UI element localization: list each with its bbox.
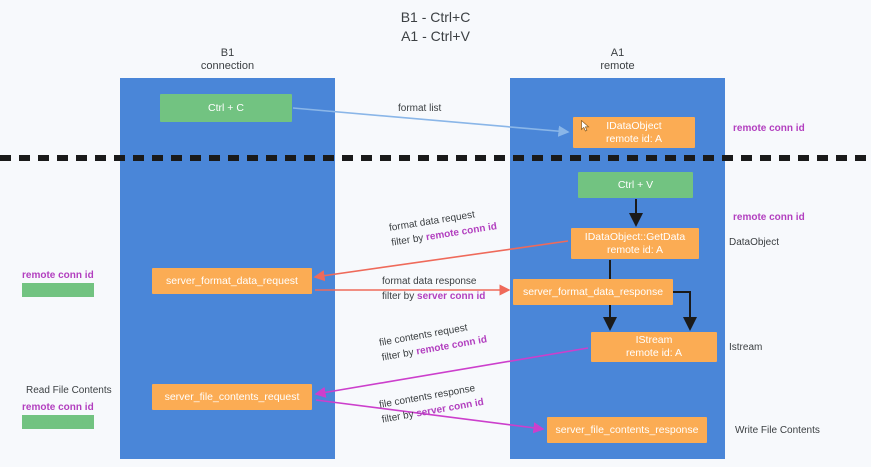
node-server-format-data-request[interactable]: server_format_data_request — [152, 268, 312, 294]
node-ctrl-c-label: Ctrl + C — [208, 101, 244, 114]
section-divider — [0, 155, 871, 161]
node-getdata-label: IDataObject::GetData — [584, 230, 686, 243]
node-server-file-contents-request[interactable]: server_file_contents_request — [152, 384, 312, 410]
title-line-2: A1 - Ctrl+V — [401, 28, 470, 44]
edge-label-format-list-line1: format list — [398, 103, 442, 114]
swimlane-a1-subtitle: remote — [600, 60, 635, 72]
swimlane-header-a1: A1 remote — [510, 47, 725, 73]
swimlane-b1-title: B1 — [220, 47, 235, 59]
annotation-istream: Istream — [729, 342, 763, 353]
annotation-write-file-contents: Write File Contents — [735, 425, 820, 436]
edge-label-file-contents-response: file contents response filter by server … — [378, 380, 485, 427]
node-idataobject[interactable]: IDataObject remote id: A — [573, 117, 695, 148]
node-idataobject-getdata[interactable]: IDataObject::GetData remote id: A — [571, 228, 699, 259]
legend2-remote-conn-id: remote conn id — [22, 402, 94, 413]
node-ctrl-c[interactable]: Ctrl + C — [160, 94, 292, 122]
node-idataobject-sublabel: remote id: A — [605, 132, 663, 145]
edge-label-format-data-response: format data response filter by server co… — [382, 274, 485, 304]
edge-label-fcresp-prefix: filter by — [380, 408, 418, 426]
edge-label-fdreq-prefix: filter by — [390, 232, 427, 249]
swimlane-b1-subtitle: connection — [200, 60, 255, 72]
node-server-file-contents-response-label: server_file_contents_response — [555, 423, 699, 436]
legend-conn-ids-top: remote conn id server conn id — [22, 269, 94, 297]
annotation-remote-conn-id-top-text: remote conn id — [733, 123, 805, 134]
edge-label-format-list: format list — [398, 101, 441, 116]
annotation-remote-conn-id-mid-text: remote conn id — [733, 212, 805, 223]
edge-label-fdresp-prefix: filter by — [382, 291, 418, 302]
node-server-format-data-response[interactable]: server_format_data_response — [513, 279, 673, 305]
annotation-remote-conn-id-mid: remote conn id — [733, 211, 805, 225]
node-istream-label: IStream — [635, 334, 673, 346]
node-idataobject-label: IDataObject — [606, 119, 662, 132]
node-server-format-data-response-label: server_format_data_response — [522, 285, 664, 298]
annotation-dataobject: DataObject — [729, 237, 780, 248]
mouse-cursor-icon — [581, 120, 590, 132]
annotation-remote-conn-id-top: remote conn id — [733, 122, 805, 136]
node-istream[interactable]: IStream remote id: A — [591, 332, 717, 362]
edge-label-fdresp-highlight: server conn id — [417, 291, 486, 302]
edge-label-fdresp-line2: filter by server conn id — [382, 289, 485, 304]
edge-label-file-contents-request: file contents request filter by remote c… — [378, 317, 488, 365]
node-server-file-contents-response[interactable]: server_file_contents_response — [547, 417, 707, 443]
annotation-read-file-contents: Read File Contents — [26, 385, 112, 396]
edge-label-fdresp-line1: format data response — [382, 276, 477, 287]
node-server-format-data-request-label: server_format_data_request — [166, 274, 298, 287]
legend-server-conn-id: server conn id — [22, 283, 94, 297]
legend-conn-ids-bottom: remote conn id server conn id — [22, 401, 94, 429]
legend2-server-conn-id: server conn id — [22, 415, 94, 429]
node-ctrl-v[interactable]: Ctrl + V — [578, 172, 693, 198]
edge-label-format-data-request: format data request filter by remote con… — [388, 204, 498, 250]
legend-remote-conn-id: remote conn id — [22, 270, 94, 281]
node-ctrl-v-label: Ctrl + V — [617, 178, 654, 191]
title-line-1: B1 - Ctrl+C — [400, 9, 471, 25]
swimlane-header-b1: B1 connection — [120, 47, 335, 73]
node-getdata-sublabel: remote id: A — [606, 243, 664, 256]
swimlane-a1-title: A1 — [610, 47, 625, 59]
page-title: B1 - Ctrl+C A1 - Ctrl+V — [0, 8, 871, 46]
edge-label-fcreq-prefix: filter by — [380, 346, 418, 364]
node-server-file-contents-request-label: server_file_contents_request — [164, 390, 300, 403]
node-istream-sublabel: remote id: A — [625, 347, 683, 359]
